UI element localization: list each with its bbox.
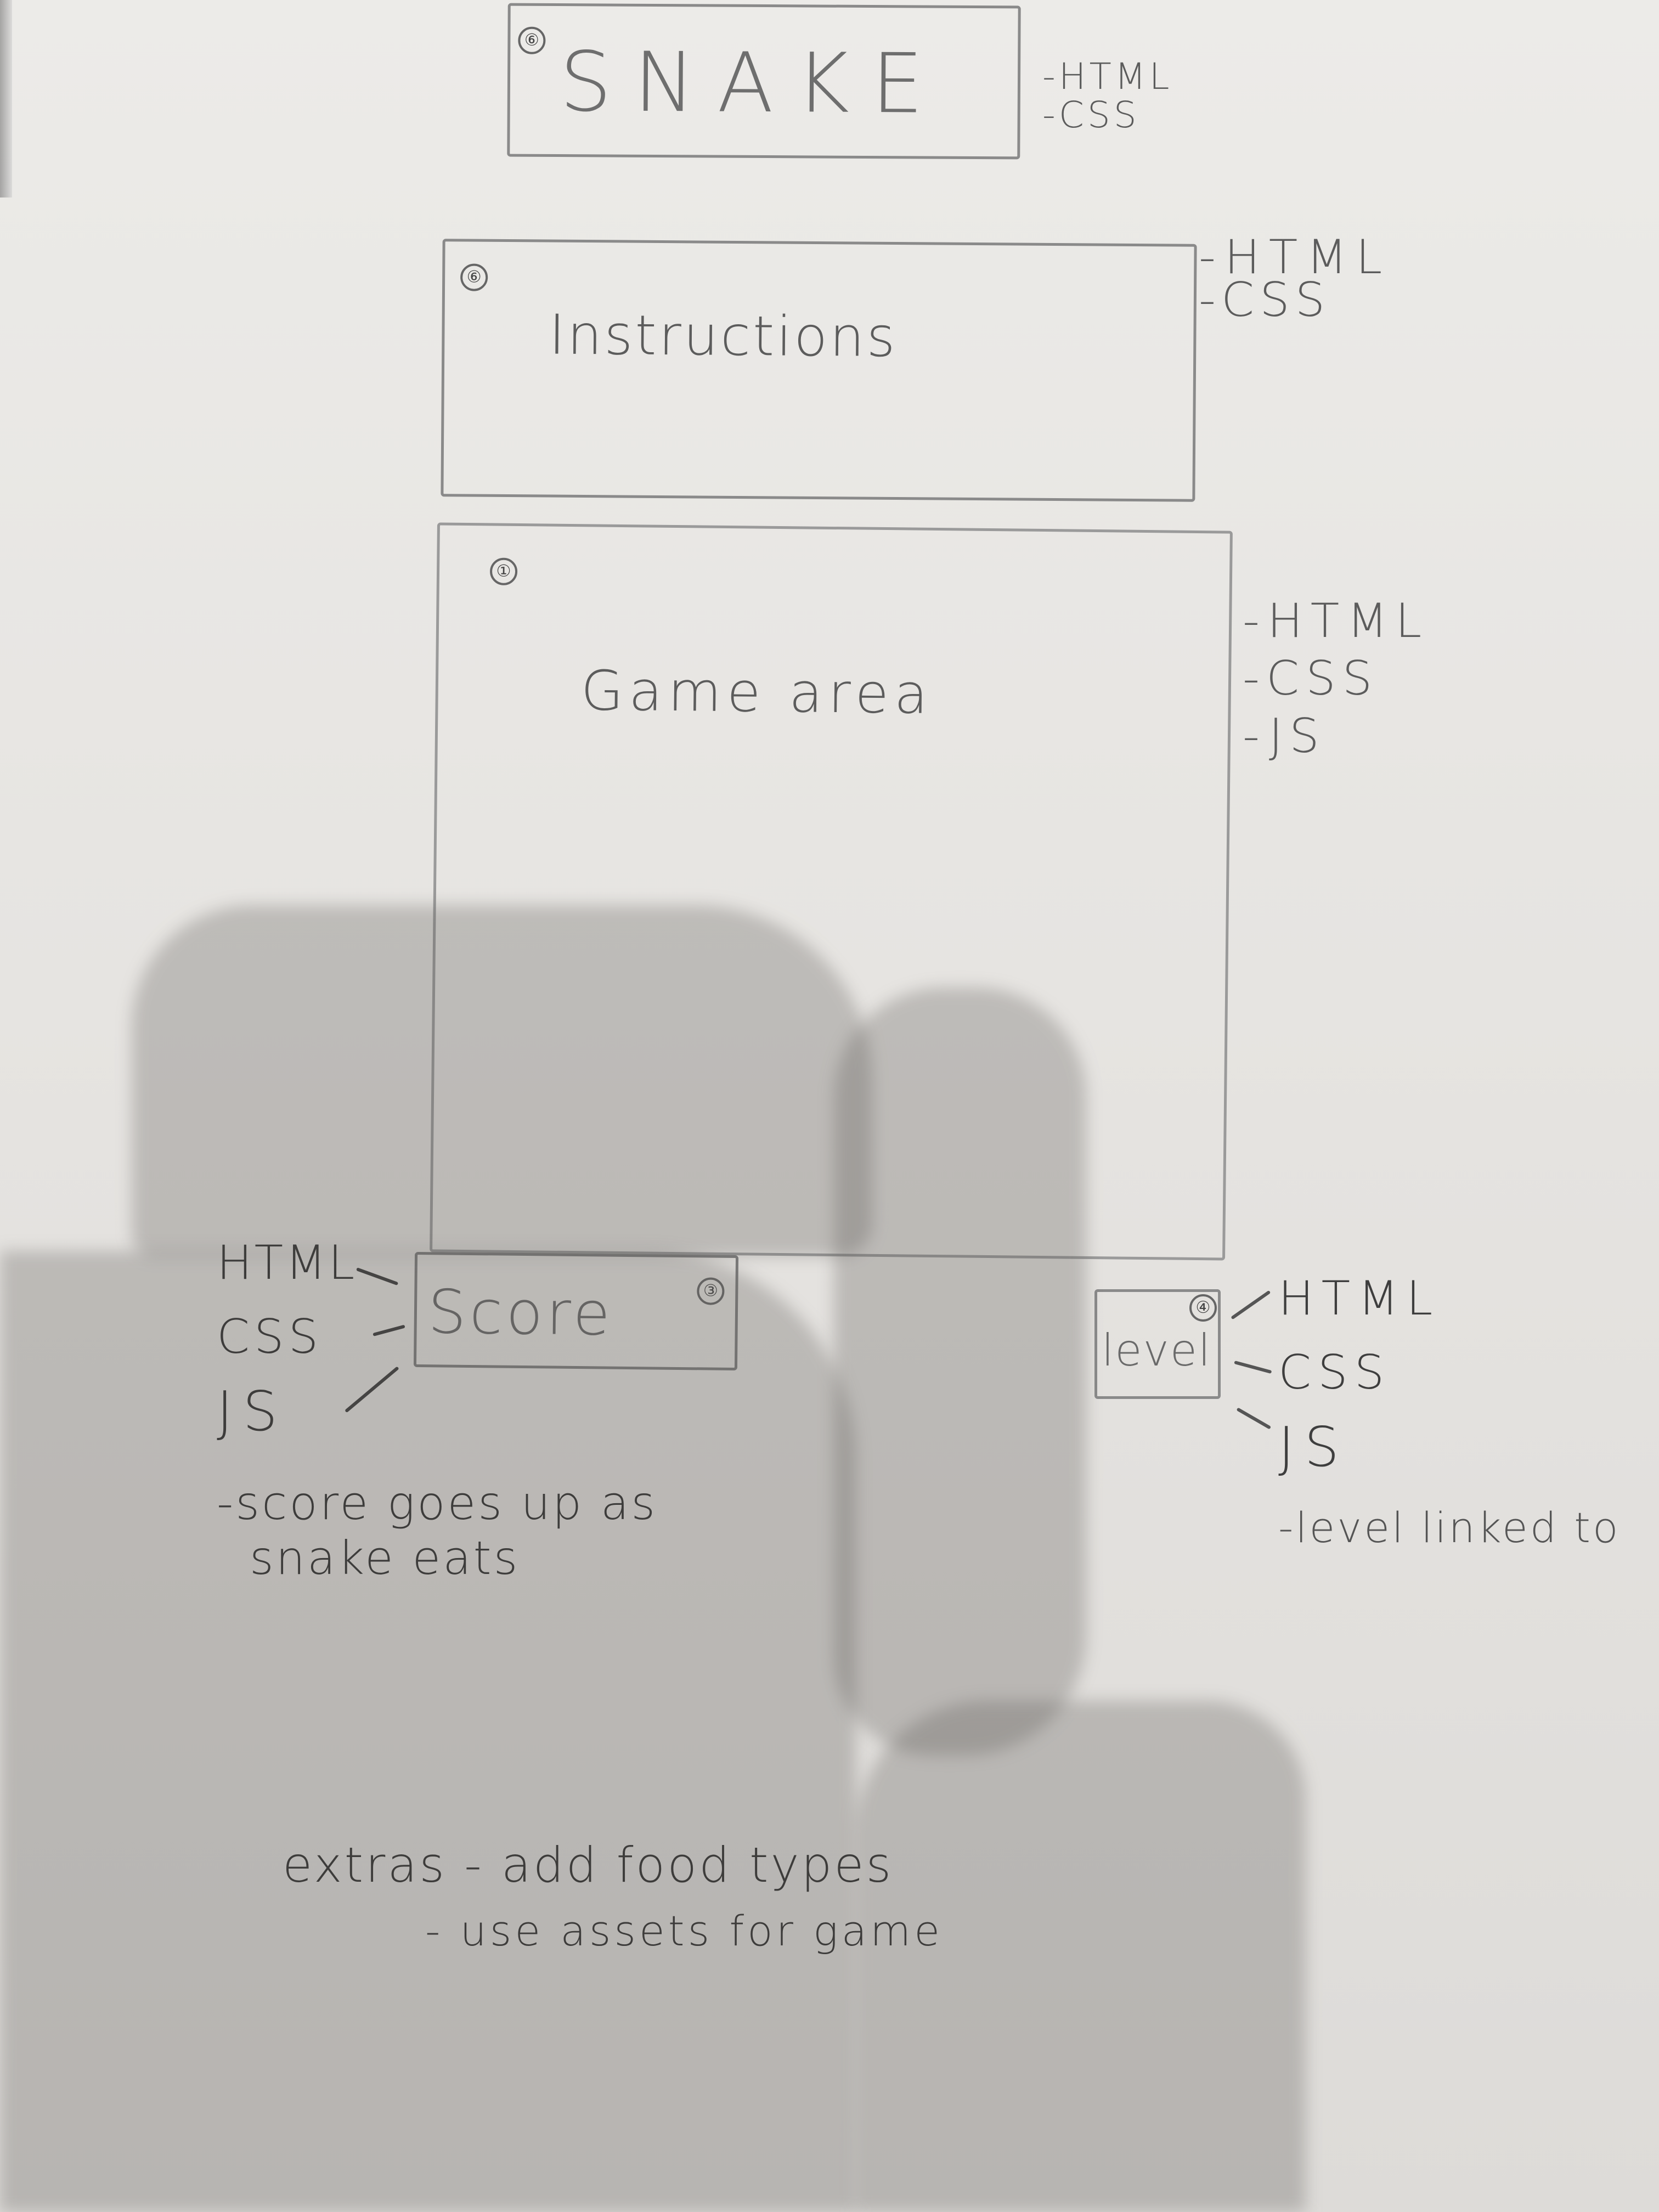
paper-edge	[0, 0, 12, 198]
game-area-box-notes: -HTML -CSS -JS	[1243, 592, 1429, 765]
score-description-line1: -score goes up as	[217, 1476, 658, 1530]
score-description: -score goes up as snake eats	[217, 1476, 657, 1585]
level-box: level ④	[1094, 1289, 1221, 1399]
note-css: CSS	[1278, 1345, 1391, 1400]
score-box-label: Score	[427, 1277, 614, 1349]
title-box-label: SNAKE	[559, 35, 946, 132]
title-box-number: ⑥	[518, 26, 546, 54]
level-connector-css	[1234, 1361, 1272, 1374]
game-area-box-number: ①	[489, 557, 518, 585]
note-css: -CSS	[1243, 651, 1379, 706]
extras-line2: - use assets for game	[425, 1906, 943, 1955]
note-js: -JS	[1243, 709, 1326, 764]
note-html: -HTML	[1042, 55, 1173, 98]
extras-line1: extras - add food types	[283, 1837, 894, 1893]
level-box-number: ④	[1189, 1294, 1217, 1322]
game-area-box: ① Game area	[430, 522, 1233, 1261]
level-connector-html	[1231, 1290, 1271, 1320]
score-description-line2: snake eats	[250, 1531, 520, 1585]
note-js: JS	[217, 1379, 287, 1443]
score-connector-html	[356, 1267, 399, 1286]
title-box: ⑥ SNAKE	[507, 3, 1021, 160]
game-area-box-label: Game area	[580, 658, 934, 726]
note-html: HTML	[1278, 1271, 1441, 1326]
score-box-number: ③	[697, 1277, 725, 1305]
note-css: CSS	[217, 1310, 323, 1364]
instructions-box-label: Instructions	[549, 302, 898, 369]
extras-notes: extras - add food types - use assets for…	[283, 1830, 943, 1961]
instructions-box-number: ⑥	[460, 263, 488, 291]
title-box-notes: -HTML -CSS	[1042, 58, 1172, 134]
instructions-box: ⑥ Instructions	[441, 239, 1197, 502]
score-box-notes: HTML CSS JS	[217, 1226, 357, 1448]
instructions-box-notes: -HTML -CSS	[1199, 230, 1391, 328]
level-box-notes: HTML CSS JS	[1278, 1262, 1440, 1484]
level-description: -level linked to	[1278, 1503, 1621, 1552]
note-html: -HTML	[1199, 230, 1391, 285]
note-js: JS	[1278, 1415, 1349, 1479]
hand-shadow-palm	[0, 1251, 856, 2212]
note-html: HTML	[217, 1235, 357, 1290]
level-connector-js	[1236, 1407, 1272, 1430]
score-connector-css	[373, 1324, 405, 1336]
level-box-label: level	[1102, 1325, 1212, 1376]
score-box: Score ③	[413, 1251, 739, 1371]
note-css: -CSS	[1042, 94, 1140, 136]
note-html: -HTML	[1243, 594, 1430, 648]
note-css: -CSS	[1199, 273, 1331, 328]
